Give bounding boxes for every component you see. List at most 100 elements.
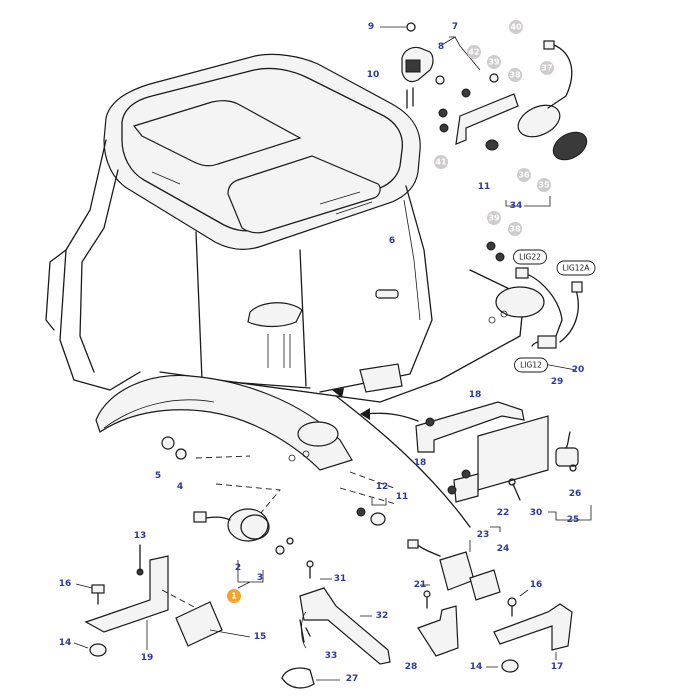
callout-number: 14 (470, 662, 483, 672)
callout-35: 35 (537, 178, 551, 192)
connector-tag-text: LIG12A (563, 264, 591, 273)
callout-number: 12 (376, 482, 389, 492)
callout-number: 18 (469, 390, 482, 400)
callout-number: 9 (368, 22, 374, 32)
beacon-plate (477, 415, 549, 491)
callout-number: 36 (518, 171, 530, 180)
rear-lamp-group (193, 508, 294, 589)
callout-number: 30 (530, 508, 543, 518)
callout-1: 1 (227, 589, 241, 603)
door-handle (375, 289, 399, 299)
callout-number: 17 (551, 662, 564, 672)
rear-handrail (45, 249, 67, 331)
callout-16: 16 (530, 580, 543, 590)
callout-5: 5 (155, 471, 161, 481)
callout-number: 38 (509, 71, 521, 80)
callout-badge (537, 178, 551, 192)
callout-34: 34 (510, 201, 523, 211)
callout-number: 28 (405, 662, 418, 672)
work-lamp-group (438, 40, 588, 207)
side-lamp-bracket (417, 605, 459, 657)
callout-24: 24 (497, 544, 510, 554)
callout-14: 14 (59, 638, 72, 648)
beacon-bracket-group (415, 401, 592, 521)
callout-36: 36 (517, 168, 531, 182)
beacon-lamp (555, 447, 579, 467)
connector-tag-text: LIG22 (519, 253, 541, 262)
callout-15: 15 (254, 632, 267, 642)
left-bracket-group (73, 544, 251, 657)
lamp-mounting-bracket (455, 93, 519, 145)
cab-body (45, 53, 545, 471)
callout-badge (434, 155, 448, 169)
side-lamp-lens (469, 569, 501, 601)
callout-number: 21 (414, 580, 427, 590)
lamp-connector (543, 40, 555, 50)
rear-fender (95, 374, 353, 471)
callout-badge (517, 168, 531, 182)
callout-30: 30 (530, 508, 543, 518)
callout-16: 16 (59, 579, 72, 589)
callout-badge (509, 20, 523, 34)
callout-number: 27 (346, 674, 359, 684)
callout-number: 29 (551, 377, 564, 387)
reflector-15 (175, 601, 223, 647)
callout-number: 13 (134, 531, 147, 541)
callout-number: 24 (497, 544, 510, 554)
callout-number: 26 (569, 489, 582, 499)
connector-tag-outline (514, 357, 548, 373)
callout-number: 7 (452, 22, 458, 32)
callout-3: 3 (257, 573, 263, 583)
sunroof-panel-rear (227, 155, 381, 234)
fender-fixings (161, 436, 397, 527)
callout-number: 2 (235, 563, 241, 573)
lamp-wiring (486, 241, 583, 371)
callout-27: 27 (346, 674, 359, 684)
callout-badge (508, 68, 522, 82)
callout-number: 14 (59, 638, 72, 648)
callout-40: 40 (509, 20, 523, 34)
callout-11: 11 (478, 182, 491, 192)
callout-number: 33 (325, 651, 338, 661)
callout-number: 4 (177, 482, 183, 492)
callout-6: 6 (389, 236, 395, 246)
cab-front-pillar-right (299, 249, 307, 387)
connector-tag-lig12: LIG12 (514, 357, 548, 373)
callout-39: 39 (487, 55, 501, 69)
callout-number: 20 (572, 365, 585, 375)
cab-left-side (59, 139, 141, 391)
callout-37: 37 (540, 61, 554, 75)
work-lamp-body (517, 104, 561, 138)
assembly-arrows (332, 388, 471, 528)
callout-number: 6 (389, 236, 395, 246)
callout-32: 32 (376, 611, 389, 621)
left-bracket (84, 555, 169, 633)
callout-number: 23 (477, 530, 490, 540)
connector-tag-outline (556, 260, 596, 276)
callout-number: 3 (257, 573, 263, 583)
callout-number: 38 (509, 225, 521, 234)
callout-41: 41 (434, 155, 448, 169)
callout-number: 19 (141, 653, 154, 663)
callout-number: 16 (59, 579, 72, 589)
callout-number: 5 (155, 471, 161, 481)
callout-number: 25 (567, 515, 580, 525)
sunroof-panel-front (132, 100, 302, 167)
callout-number: 32 (376, 611, 389, 621)
callout-8: 8 (438, 42, 444, 52)
callout-29: 29 (551, 377, 564, 387)
fender-lamp-recess-left (297, 421, 339, 447)
callout-badge (467, 45, 481, 59)
callout-39: 39 (487, 211, 501, 225)
right-lower-lamp-group (407, 526, 501, 657)
connector-tag-text: LIG12 (520, 361, 542, 370)
mirror-arm-bracket (299, 587, 391, 665)
connector-tag-lig12a: LIG12A (556, 260, 596, 276)
callout-number: 11 (478, 182, 491, 192)
callout-12: 12 (376, 482, 389, 492)
callout-18: 18 (414, 458, 427, 468)
callout-number: 22 (497, 508, 510, 518)
callout-4: 4 (177, 482, 183, 492)
